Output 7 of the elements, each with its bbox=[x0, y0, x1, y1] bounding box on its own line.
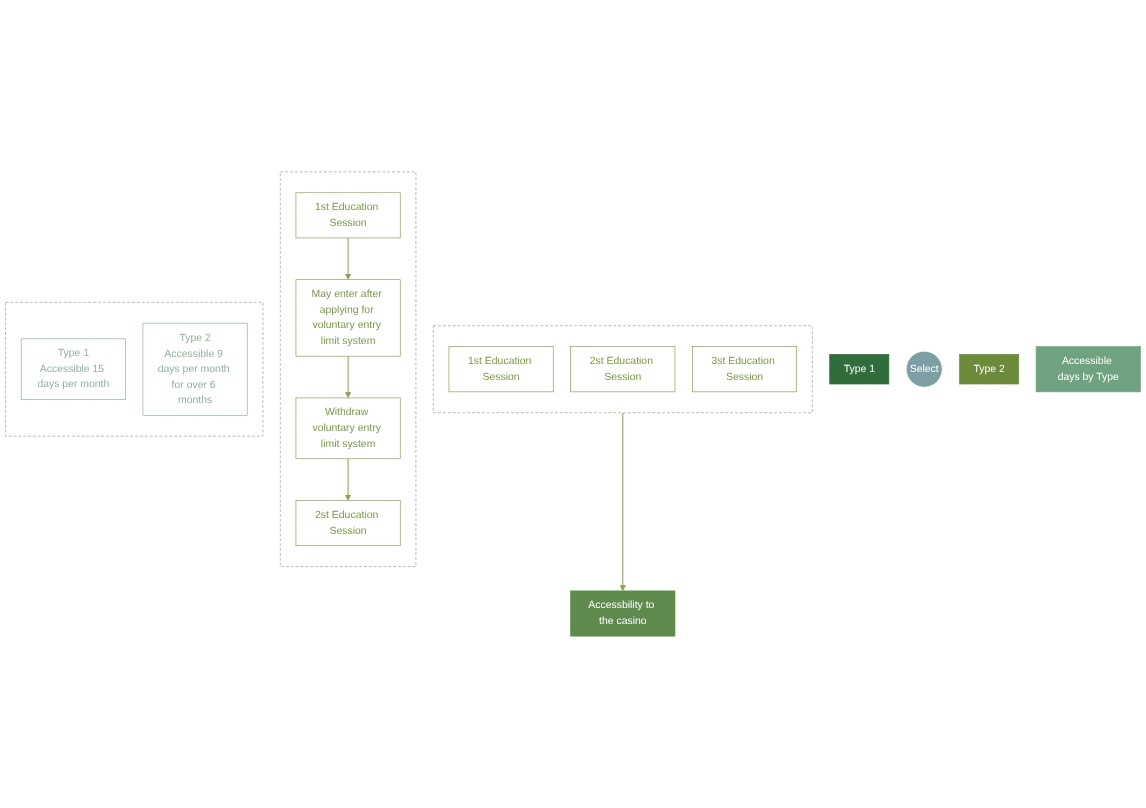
arrow bbox=[345, 237, 352, 280]
arrow bbox=[345, 355, 352, 399]
arrow bbox=[345, 458, 352, 501]
cluster bbox=[5, 301, 264, 437]
cluster bbox=[432, 325, 813, 414]
arrow bbox=[619, 412, 626, 592]
cluster bbox=[279, 171, 417, 567]
